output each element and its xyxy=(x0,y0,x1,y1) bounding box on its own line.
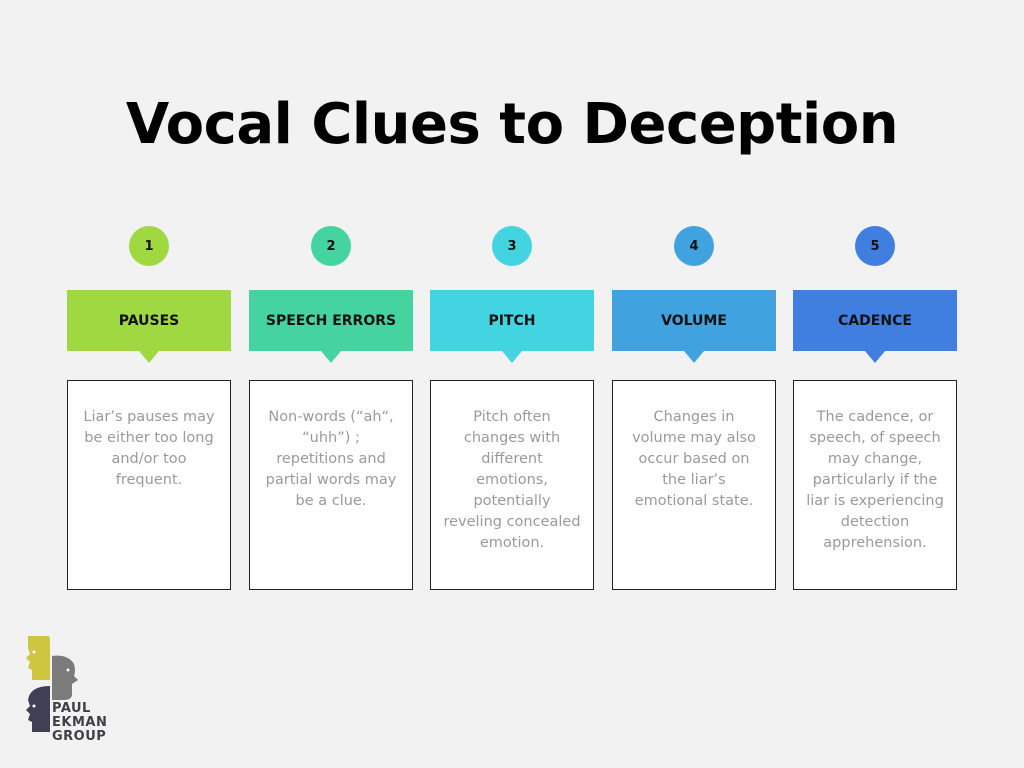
step-header: SPEECH ERRORS xyxy=(249,290,413,351)
step-number-badge: 5 xyxy=(855,226,895,266)
logo-head-yellow xyxy=(26,636,50,680)
logo-text: PAUL EKMAN GROUP xyxy=(52,702,107,744)
step-description: Changes in volume may also occur based o… xyxy=(632,409,756,509)
paul-ekman-group-logo xyxy=(26,636,78,732)
step-description: The cadence, or speech, of speech may ch… xyxy=(806,409,944,551)
step-description: Liar’s pauses may be either too long and… xyxy=(83,409,215,488)
step-number-badge: 1 xyxy=(129,226,169,266)
header-pointer xyxy=(684,351,704,363)
description-card: Non-words (“ah“, “uhh”) ; repetitions an… xyxy=(249,380,413,590)
header-pointer xyxy=(865,351,885,363)
description-card: Pitch often changes with different emoti… xyxy=(430,380,594,590)
step-description: Non-words (“ah“, “uhh”) ; repetitions an… xyxy=(265,409,397,509)
step-number-badge: 3 xyxy=(492,226,532,266)
step-number-badge: 2 xyxy=(311,226,351,266)
step-header: CADENCE xyxy=(793,290,957,351)
logo-line-ekman: EKMAN xyxy=(52,715,108,730)
logo-eye-yellow xyxy=(32,650,36,654)
description-card: The cadence, or speech, of speech may ch… xyxy=(793,380,957,590)
page-title: Vocal Clues to Deception xyxy=(125,92,899,157)
logo-head-gray xyxy=(52,655,78,700)
step-header: VOLUME xyxy=(612,290,776,351)
logo-eye-dark xyxy=(32,704,36,708)
logo-line-group: GROUP xyxy=(52,729,107,744)
description-card: Liar’s pauses may be either too long and… xyxy=(67,380,231,590)
step-description: Pitch often changes with different emoti… xyxy=(443,409,581,551)
header-pointer xyxy=(321,351,341,363)
header-pointer xyxy=(502,351,522,363)
step-header: PAUSES xyxy=(67,290,231,351)
step-number-badge: 4 xyxy=(674,226,714,266)
logo-line-paul: PAUL xyxy=(52,701,91,716)
logo-head-dark xyxy=(26,686,50,732)
logo-eye-gray xyxy=(66,668,70,672)
description-card: Changes in volume may also occur based o… xyxy=(612,380,776,590)
step-header: PITCH xyxy=(430,290,594,351)
header-pointer xyxy=(139,351,159,363)
